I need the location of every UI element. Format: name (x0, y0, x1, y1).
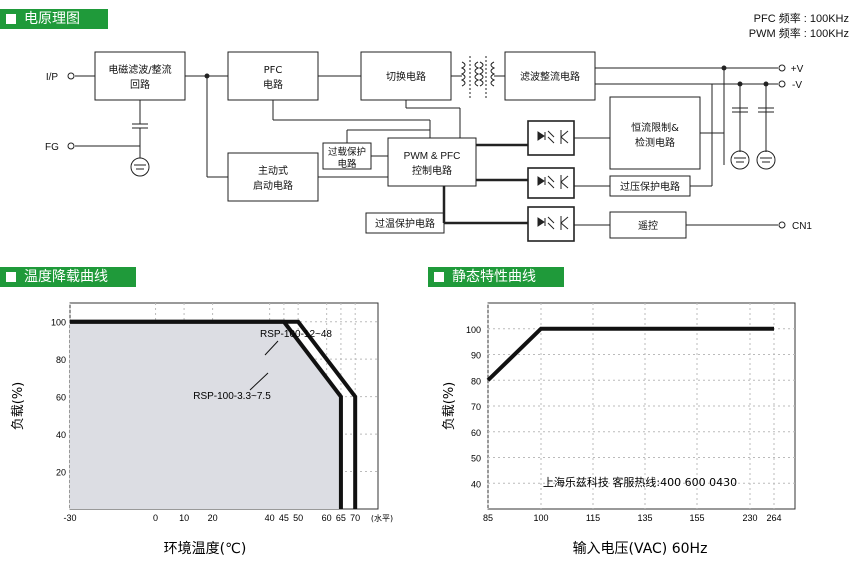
series-leader (249, 372, 269, 391)
x-tick-label: 155 (689, 513, 704, 523)
x-tick-label: 20 (208, 513, 218, 523)
y-tick-label: 50 (471, 454, 481, 464)
frequency-info: PFC 频率 : 100KHz PWM 频率 : 100KHz (749, 12, 849, 42)
static-characteristic-chart: 40 50 60 70 80 90 100 85 100 115 135 155 230 264 上海乐兹科… (442, 302, 796, 557)
y-tick-label: 40 (56, 430, 66, 440)
y-tick-label: 90 (471, 351, 481, 361)
series-label: RSP-100-12~48 (260, 329, 332, 340)
pwm-frequency: PWM 频率 : 100KHz (748, 28, 849, 40)
x-tick-label: 264 (766, 513, 781, 523)
x-tick-label: 65 (336, 513, 346, 523)
controller-label-1: PWM & PFC (404, 151, 461, 162)
optocoupler-3 (527, 206, 575, 242)
square-icon (6, 14, 16, 24)
section-title: 静态特性曲线 (452, 269, 536, 285)
section-title: 电原理图 (24, 11, 80, 27)
vplus-label: +V (791, 64, 804, 75)
square-icon (434, 272, 444, 282)
y-tick-label: 100 (466, 325, 481, 335)
emi-label-2: 回路 (130, 78, 150, 91)
optocoupler-1 (527, 120, 575, 156)
x-tick-label: -30 (63, 513, 76, 523)
ovp-label: 过压保护电路 (620, 180, 680, 193)
start-label-2: 启动电路 (253, 179, 293, 192)
x-tick-label: 0 (153, 513, 158, 523)
pfc-block (227, 51, 319, 101)
y-tick-label: 20 (56, 468, 66, 478)
series-label: RSP-100-3.3~7.5 (193, 391, 271, 402)
remote-label: 遥控 (638, 219, 658, 232)
switch-label: 切换电路 (386, 70, 426, 83)
rectifier-label: 滤波整流电路 (520, 70, 580, 83)
section-header-schematic: 电原理图 (0, 9, 108, 29)
start-label-1: 主动式 (258, 164, 288, 177)
series-leader (264, 340, 279, 356)
fg-label: FG (45, 142, 59, 153)
section-title: 温度降载曲线 (24, 269, 108, 285)
x-axis-label: 输入电压(VAC) 60Hz (573, 541, 708, 557)
x-tick-label: 60 (322, 513, 332, 523)
y-tick-label: 80 (56, 355, 66, 365)
x-tick-label: 50 (293, 513, 303, 523)
annotation: 上海乐兹科技 客服热线:400 600 0430 (543, 475, 737, 489)
x-tick-label: 230 (742, 513, 757, 523)
series-line (486, 326, 774, 382)
x-tick-label: 100 (533, 513, 548, 523)
y-tick-label: 100 (51, 318, 66, 328)
x-tick-label: 70 (350, 513, 360, 523)
start-block (227, 152, 319, 202)
x-tick-label: 115 (586, 513, 600, 523)
otp-label: 过温保护电路 (375, 217, 435, 230)
x-tick-label: 85 (483, 513, 493, 523)
block-diagram: I/P FG +V -V CN1 电磁滤波/整流 回路 PFC 电路 切换电路 … (45, 51, 812, 242)
y-tick-label: 70 (471, 402, 481, 412)
input-label: I/P (46, 72, 59, 83)
derating-fill-area (70, 321, 341, 509)
current-limit-label-1: 恒流限制& (631, 121, 679, 134)
x-tick-label: 10 (179, 513, 189, 523)
y-axis-label: 负载(%) (442, 382, 457, 431)
derating-chart: RSP-100-12~48RSP-100-3.3~7.520406080100-… (11, 302, 393, 557)
olp-label-1: 过载保护 (328, 146, 366, 158)
current-limit-label-2: 检测电路 (635, 136, 675, 149)
optocoupler-2 (527, 167, 575, 199)
y-tick-label: 80 (471, 376, 481, 386)
y-tick-label: 60 (56, 393, 66, 403)
y-tick-label: 40 (471, 479, 481, 489)
pfc-label-1: PFC (264, 65, 283, 76)
pfc-label-2: 电路 (263, 78, 283, 91)
y-tick-label: 60 (471, 428, 481, 438)
vminus-label: -V (792, 80, 802, 91)
x-tick-label: 45 (279, 513, 289, 523)
x-unit-note: (水平) (371, 513, 393, 523)
controller-block (387, 137, 477, 187)
cn1-label: CN1 (792, 221, 812, 232)
pfc-frequency: PFC 频率 : 100KHz (753, 13, 849, 25)
x-tick-label: 40 (265, 513, 275, 523)
x-tick-label: 135 (637, 513, 652, 523)
square-icon (6, 272, 16, 282)
section-header-static: 静态特性曲线 (428, 267, 564, 287)
section-header-derating: 温度降载曲线 (0, 267, 136, 287)
olp-label-2: 电路 (337, 158, 357, 170)
emi-filter-block (94, 51, 186, 101)
controller-label-2: 控制电路 (412, 164, 452, 177)
series-line (70, 319, 358, 509)
x-axis-label: 环境温度(℃) (164, 541, 247, 557)
emi-label-1: 电磁滤波/整流 (108, 63, 171, 76)
y-axis-label: 负载(%) (11, 382, 26, 431)
